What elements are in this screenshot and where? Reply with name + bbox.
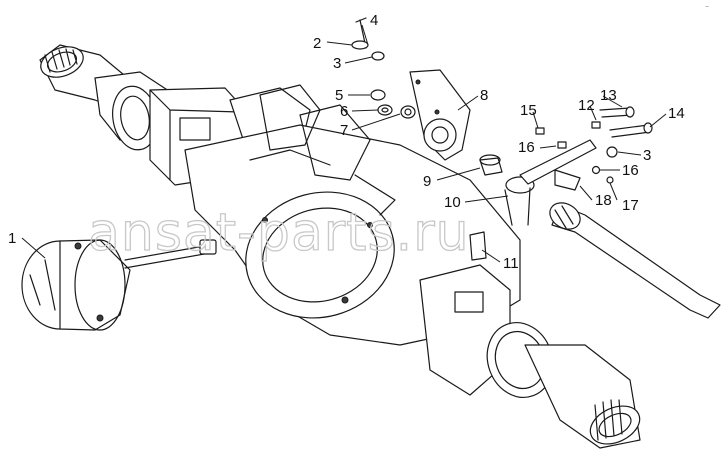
callout-4: 4 xyxy=(370,12,378,29)
slack-adjuster xyxy=(409,69,471,161)
watermark-text: ansat-parts.ru xyxy=(88,203,470,263)
callout-16-left: 16 xyxy=(518,139,535,156)
callout-5: 5 xyxy=(335,87,343,104)
callout-11: 11 xyxy=(503,255,519,272)
leader-lines xyxy=(21,24,667,263)
callout-15: 15 xyxy=(520,102,537,119)
small-parts xyxy=(351,17,721,319)
callout-16-right: 16 xyxy=(622,162,639,179)
callout-labels: 1 2 3 3 4 5 6 7 8 9 10 11 12 13 14 15 16… xyxy=(8,12,685,272)
callout-13: 13 xyxy=(600,87,617,104)
brake-chamber xyxy=(21,239,217,331)
right-axle-shaft xyxy=(524,344,641,449)
callout-10: 10 xyxy=(444,194,461,211)
callout-6: 6 xyxy=(340,103,348,120)
callout-18: 18 xyxy=(595,192,612,209)
callout-17: 17 xyxy=(622,197,639,214)
callout-2: 2 xyxy=(313,35,321,52)
callout-3-right: 3 xyxy=(643,147,651,164)
callout-8: 8 xyxy=(480,87,488,104)
callout-7: 7 xyxy=(340,122,348,139)
callout-12: 12 xyxy=(578,97,595,114)
right-housing xyxy=(419,264,554,398)
callout-3-left: 3 xyxy=(333,55,341,72)
callout-9: 9 xyxy=(423,173,431,190)
corner-mark: ~ xyxy=(705,4,709,11)
callout-14: 14 xyxy=(668,105,685,122)
callout-1: 1 xyxy=(8,230,16,247)
